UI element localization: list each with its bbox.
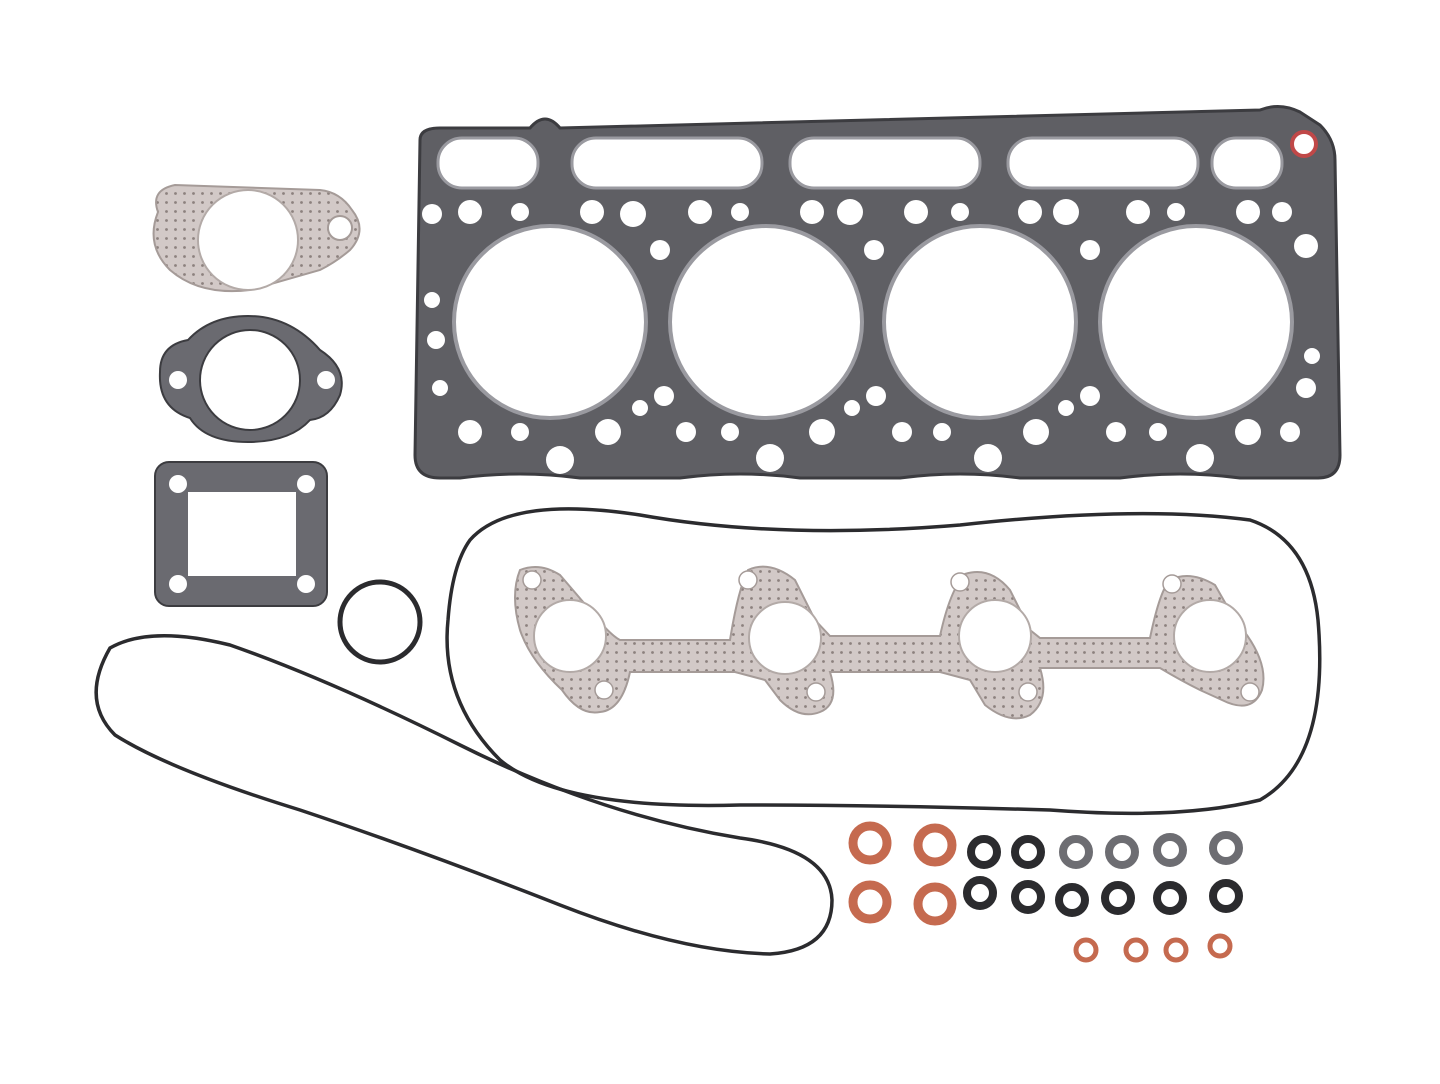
exhaust-flange-gasket (152, 183, 361, 293)
cylinder-bore-2 (668, 224, 864, 420)
copper-washers (848, 821, 1233, 963)
thermostat-gasket (158, 314, 343, 444)
cylinder-bore-3 (882, 224, 1078, 420)
square-flange-gasket (154, 461, 328, 607)
head-gasket-body (413, 105, 1342, 480)
cylinder-bore-1 (452, 224, 648, 420)
cylinder-bore-4 (1098, 224, 1294, 420)
valve-cover-seal (445, 507, 1322, 816)
head-gasket-holes (422, 199, 1320, 474)
exhaust-manifold-gasket (514, 565, 1265, 720)
oil-pan-seal (94, 634, 834, 956)
small-o-ring (337, 579, 423, 665)
valve-stem-seals (963, 831, 1243, 917)
cylinder-head-gasket (413, 105, 1342, 480)
